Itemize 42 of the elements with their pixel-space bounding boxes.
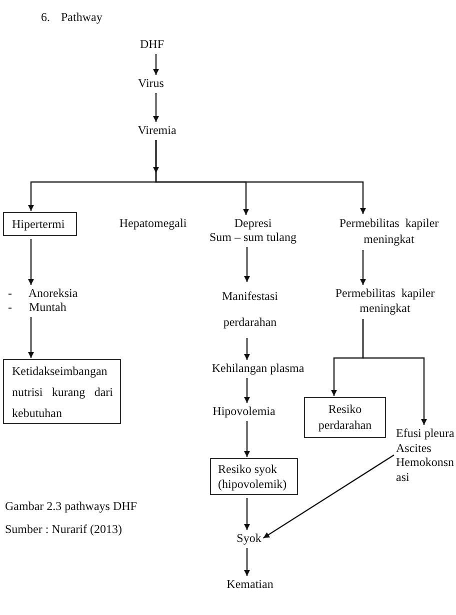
process-box [3, 359, 121, 424]
arrow [153, 54, 159, 75]
node-label: Hipovolemia [212, 404, 276, 418]
list-item: Ascites [396, 440, 432, 455]
list-item: Efusi pleura [396, 426, 456, 440]
source-note: Sumber : Nurarif (2013) [5, 522, 122, 536]
arrow [244, 421, 250, 457]
figure-caption: Gambar 2.3 pathways DHF [5, 499, 137, 513]
arrow [28, 239, 34, 285]
arrow [244, 338, 250, 360]
list-item: Hemokonsnasi [396, 455, 455, 484]
process-box [3, 212, 77, 236]
arrow [244, 378, 250, 403]
arrow [244, 498, 250, 530]
arrow [28, 317, 34, 358]
node-text: Hipertermi [12, 216, 66, 233]
arrow [244, 247, 250, 282]
node-label: Syok [236, 531, 262, 545]
section-heading: 6. Pathway [41, 10, 102, 24]
list-item: - Muntah [8, 300, 68, 314]
arrow [244, 548, 250, 576]
process-box [210, 458, 298, 495]
node-label: DHF [140, 37, 164, 51]
arrow [153, 93, 159, 122]
node-label: Viremia [138, 123, 176, 137]
process-box [304, 397, 386, 438]
node-label: Kematian [226, 577, 274, 591]
arrow [263, 454, 394, 538]
node-label: Virus [138, 76, 164, 90]
node-label: Manifestasi perdarahan [215, 283, 285, 335]
node-label: Hepatomegali [119, 216, 187, 230]
arrow [360, 250, 366, 285]
arrow [155, 140, 366, 214]
node-label: Permebilitas kapiler meningkat [331, 286, 439, 316]
list-item: - Anoreksia [8, 286, 79, 300]
node-text: Resiko syok (hipovolemik) [218, 462, 288, 492]
node-label: Kehilangan plasma [212, 361, 304, 375]
node-label: Depresi Sum – sum tulang [210, 216, 296, 244]
node-text: Ketidakseimbangan nutrisi kurang dari kebutuhan [12, 363, 113, 422]
node-label: Permebilitas kapiler meningkat [335, 215, 443, 247]
arrow [362, 319, 427, 425]
node-text: Resiko perdarahan [317, 401, 373, 433]
